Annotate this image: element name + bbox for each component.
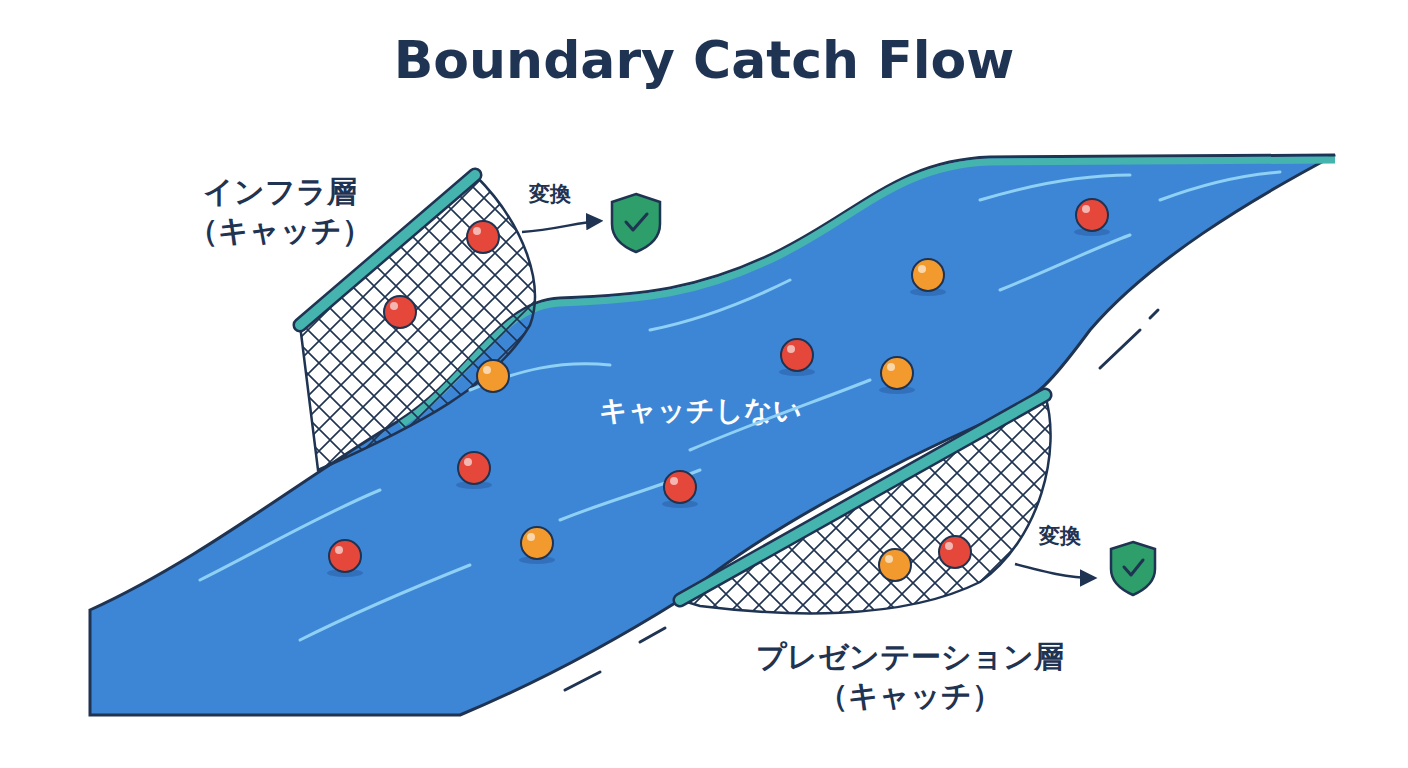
catch-net: インフラ層 （キャッチ） <box>150 165 550 475</box>
river-shape <box>90 155 1335 715</box>
layer-label: プレゼンテーション層 （キャッチ） <box>740 637 1080 715</box>
net-outline <box>150 165 550 475</box>
transform-arrow <box>1015 564 1094 578</box>
diagram-title: Boundary Catch Flow <box>0 30 1408 90</box>
layer-label: インフラ層 （キャッチ） <box>180 172 380 250</box>
transform-arrow <box>522 221 600 232</box>
shield-icon <box>612 194 660 252</box>
net-mesh <box>680 395 1051 613</box>
catch-net: プレゼンテーション層 （キャッチ） <box>670 385 1090 720</box>
shield-icon <box>1111 542 1155 595</box>
net-rim-outline <box>680 395 1045 600</box>
arrow-label: 変換 <box>1025 522 1095 550</box>
arrow-label: 変換 <box>515 180 585 208</box>
river-bank <box>400 160 1335 425</box>
band-label: キャッチしない <box>550 393 850 429</box>
net-rim <box>680 395 1045 600</box>
